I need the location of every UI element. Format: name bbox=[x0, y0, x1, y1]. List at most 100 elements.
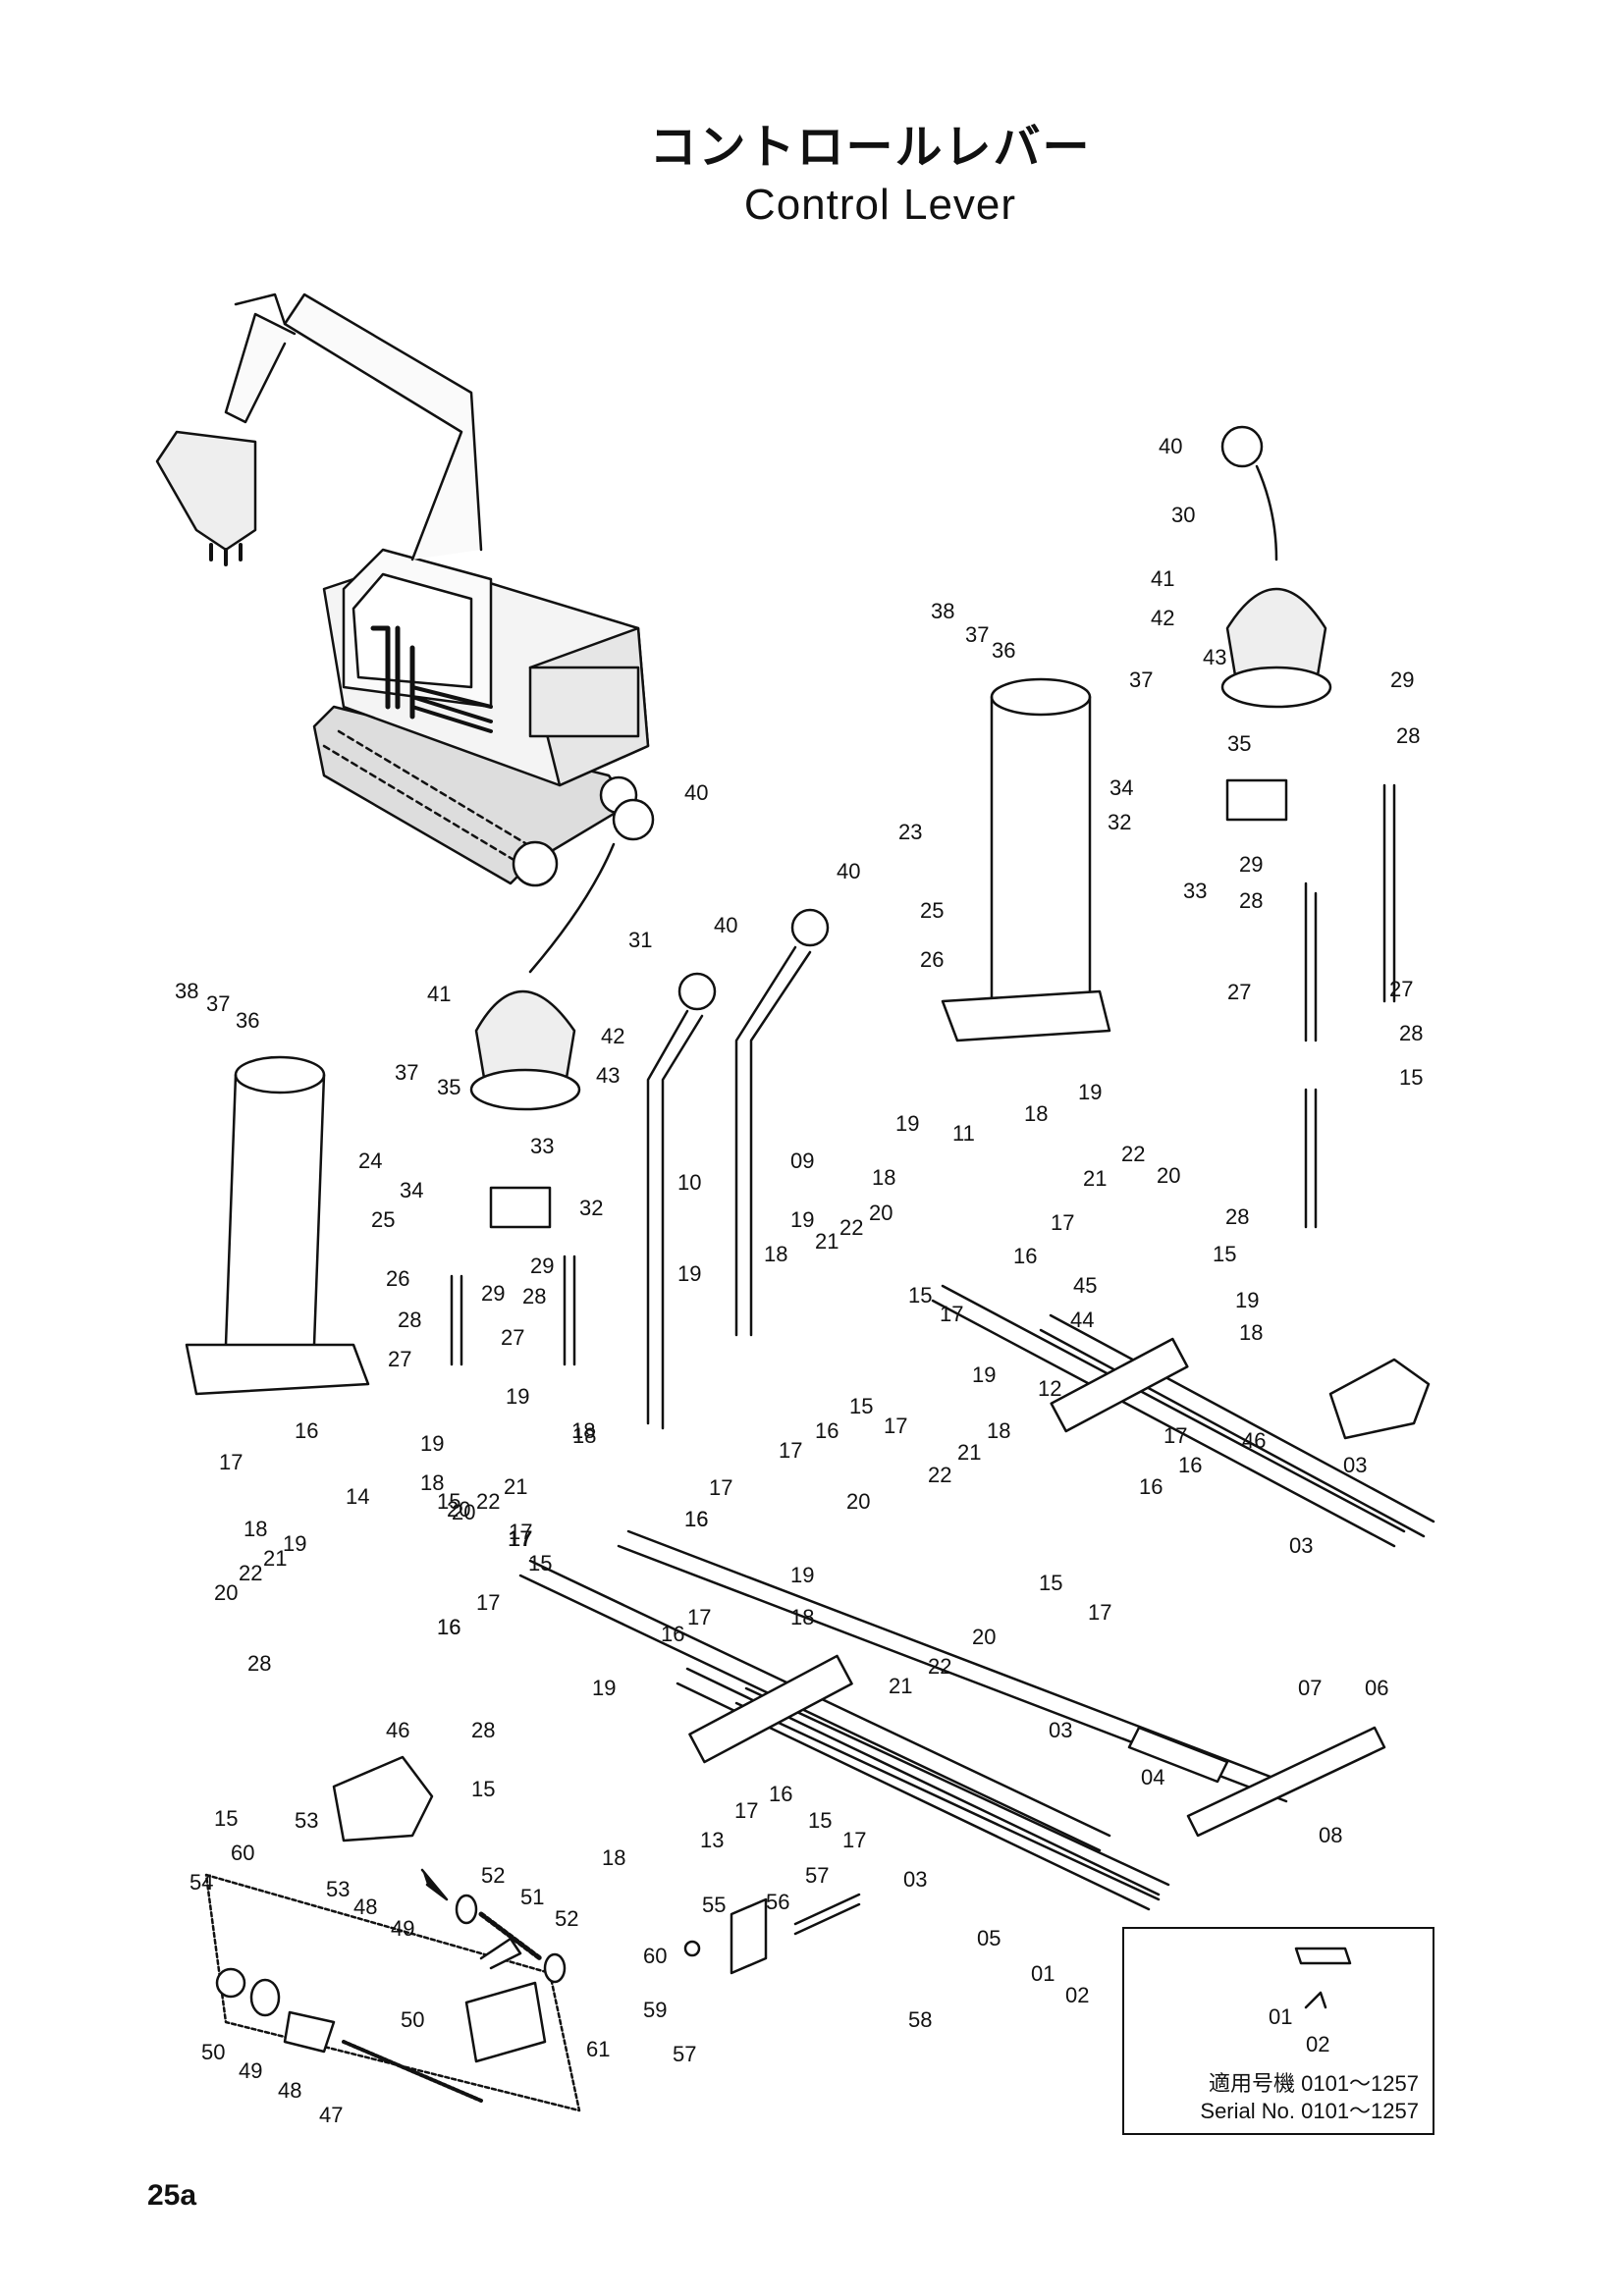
callout-20: 20 bbox=[447, 1497, 470, 1522]
callout-06: 06 bbox=[1365, 1676, 1388, 1700]
callout-28: 28 bbox=[1399, 1021, 1423, 1045]
callout-33: 33 bbox=[1183, 879, 1207, 903]
callout-17: 17 bbox=[709, 1475, 732, 1500]
callout-15: 15 bbox=[849, 1394, 873, 1418]
callout-07: 07 bbox=[1298, 1676, 1322, 1700]
callout-59: 59 bbox=[643, 1998, 667, 2022]
callout-18: 18 bbox=[764, 1242, 787, 1266]
callout-55: 55 bbox=[702, 1893, 726, 1917]
callout-58: 58 bbox=[908, 2007, 932, 2032]
left-lever-assembly bbox=[450, 798, 655, 1366]
callout-46: 46 bbox=[1242, 1428, 1266, 1453]
callout-18: 18 bbox=[602, 1845, 625, 1870]
callout-17: 17 bbox=[779, 1438, 802, 1463]
callout-25: 25 bbox=[371, 1207, 395, 1232]
serial-inset-sketch bbox=[1294, 1947, 1352, 2009]
callout-61: 61 bbox=[586, 2037, 610, 2061]
callout-18: 18 bbox=[572, 1423, 596, 1448]
callout-19: 19 bbox=[592, 1676, 616, 1700]
callout-17: 17 bbox=[1051, 1210, 1074, 1235]
callout-17: 17 bbox=[734, 1798, 758, 1823]
callout-29: 29 bbox=[481, 1281, 505, 1306]
callout-57: 57 bbox=[673, 2042, 696, 2066]
callout-15: 15 bbox=[1399, 1065, 1423, 1090]
callout-16: 16 bbox=[1139, 1474, 1163, 1499]
callout-17: 17 bbox=[687, 1605, 711, 1629]
serial-en-label: Serial No. bbox=[1200, 2099, 1295, 2123]
callout-22: 22 bbox=[928, 1654, 951, 1679]
callout-29: 29 bbox=[1390, 667, 1414, 692]
title-block: コントロールレバー Control Lever bbox=[0, 108, 1623, 230]
callout-15: 15 bbox=[437, 1489, 460, 1514]
callout-05: 05 bbox=[977, 1926, 1001, 1950]
callout-11: 11 bbox=[952, 1121, 975, 1146]
callout-18: 18 bbox=[790, 1605, 814, 1629]
callout-37: 37 bbox=[1129, 667, 1153, 692]
callout-20: 20 bbox=[846, 1489, 870, 1514]
right-pedestal-23 bbox=[941, 677, 1111, 1042]
callout-32: 32 bbox=[579, 1196, 603, 1220]
callout-01: 01 bbox=[1269, 2004, 1292, 2029]
bracket-assembly-55 bbox=[683, 1893, 861, 1975]
callout-29: 29 bbox=[530, 1254, 554, 1278]
callout-21: 21 bbox=[957, 1440, 981, 1465]
callout-29: 29 bbox=[1239, 852, 1263, 877]
callout-60: 60 bbox=[643, 1944, 667, 1968]
callout-18: 18 bbox=[1024, 1101, 1048, 1126]
callout-labels: 40 30 41 42 43 29 28 35 37 34 32 29 33 2… bbox=[175, 434, 1423, 2127]
serial-jp-label: 適用号機 bbox=[1208, 2071, 1295, 2096]
callout-45: 45 bbox=[1073, 1273, 1097, 1298]
callout-40: 40 bbox=[837, 859, 860, 883]
callout-35: 35 bbox=[437, 1075, 460, 1099]
damper-assembly-46 bbox=[332, 1358, 1431, 1842]
callout-18: 18 bbox=[872, 1165, 895, 1190]
callout-21: 21 bbox=[815, 1229, 839, 1254]
callout-40: 40 bbox=[1159, 434, 1182, 458]
callout-19: 19 bbox=[677, 1261, 701, 1286]
callout-19: 19 bbox=[420, 1431, 444, 1456]
callout-15: 15 bbox=[214, 1806, 238, 1831]
callout-30: 30 bbox=[1171, 503, 1195, 527]
callout-40: 40 bbox=[714, 913, 737, 937]
callout-13: 13 bbox=[700, 1828, 724, 1852]
callout-60: 60 bbox=[231, 1841, 254, 1865]
callout-22: 22 bbox=[928, 1463, 951, 1487]
callout-04: 04 bbox=[1141, 1765, 1164, 1789]
travel-levers bbox=[646, 908, 830, 1430]
spring-assembly bbox=[204, 1868, 581, 2112]
callout-17: 17 bbox=[842, 1828, 866, 1852]
callout-43: 43 bbox=[1203, 645, 1226, 669]
title-english: Control Lever bbox=[743, 181, 1017, 229]
serial-en-row: Serial No. 0101～1257 bbox=[1200, 2094, 1419, 2125]
callout-22: 22 bbox=[476, 1489, 500, 1514]
callout-56: 56 bbox=[766, 1890, 789, 1914]
linkage-rods bbox=[518, 1284, 1435, 1911]
callout-16: 16 bbox=[1178, 1453, 1202, 1477]
callout-15: 15 bbox=[1039, 1571, 1062, 1595]
callout-41: 41 bbox=[1151, 566, 1174, 591]
callout-57: 57 bbox=[805, 1863, 829, 1888]
callout-21: 21 bbox=[504, 1474, 527, 1499]
callout-20: 20 bbox=[214, 1580, 238, 1605]
callout-34: 34 bbox=[400, 1178, 423, 1202]
callout-27: 27 bbox=[1389, 977, 1413, 1001]
callout-03: 03 bbox=[1049, 1718, 1072, 1742]
callout-44: 44 bbox=[1070, 1308, 1094, 1332]
callout-28: 28 bbox=[522, 1284, 546, 1308]
callout-16: 16 bbox=[437, 1615, 460, 1639]
callout-49: 49 bbox=[391, 1916, 414, 1941]
callout-49: 49 bbox=[239, 2058, 262, 2083]
callout-19: 19 bbox=[790, 1563, 814, 1587]
callout-47: 47 bbox=[319, 2103, 343, 2127]
serial-jp-range: 0101～1257 bbox=[1301, 2071, 1419, 2096]
callout-03: 03 bbox=[1289, 1533, 1313, 1558]
callout-38: 38 bbox=[931, 599, 954, 623]
callout-28: 28 bbox=[1396, 723, 1420, 748]
callout-26: 26 bbox=[920, 947, 944, 972]
callout-18: 18 bbox=[571, 1418, 595, 1443]
callout-51: 51 bbox=[520, 1885, 544, 1909]
callout-20: 20 bbox=[1157, 1163, 1180, 1188]
callout-35: 35 bbox=[1227, 731, 1251, 756]
callout-19: 19 bbox=[895, 1111, 919, 1136]
callout-22: 22 bbox=[1121, 1142, 1145, 1166]
